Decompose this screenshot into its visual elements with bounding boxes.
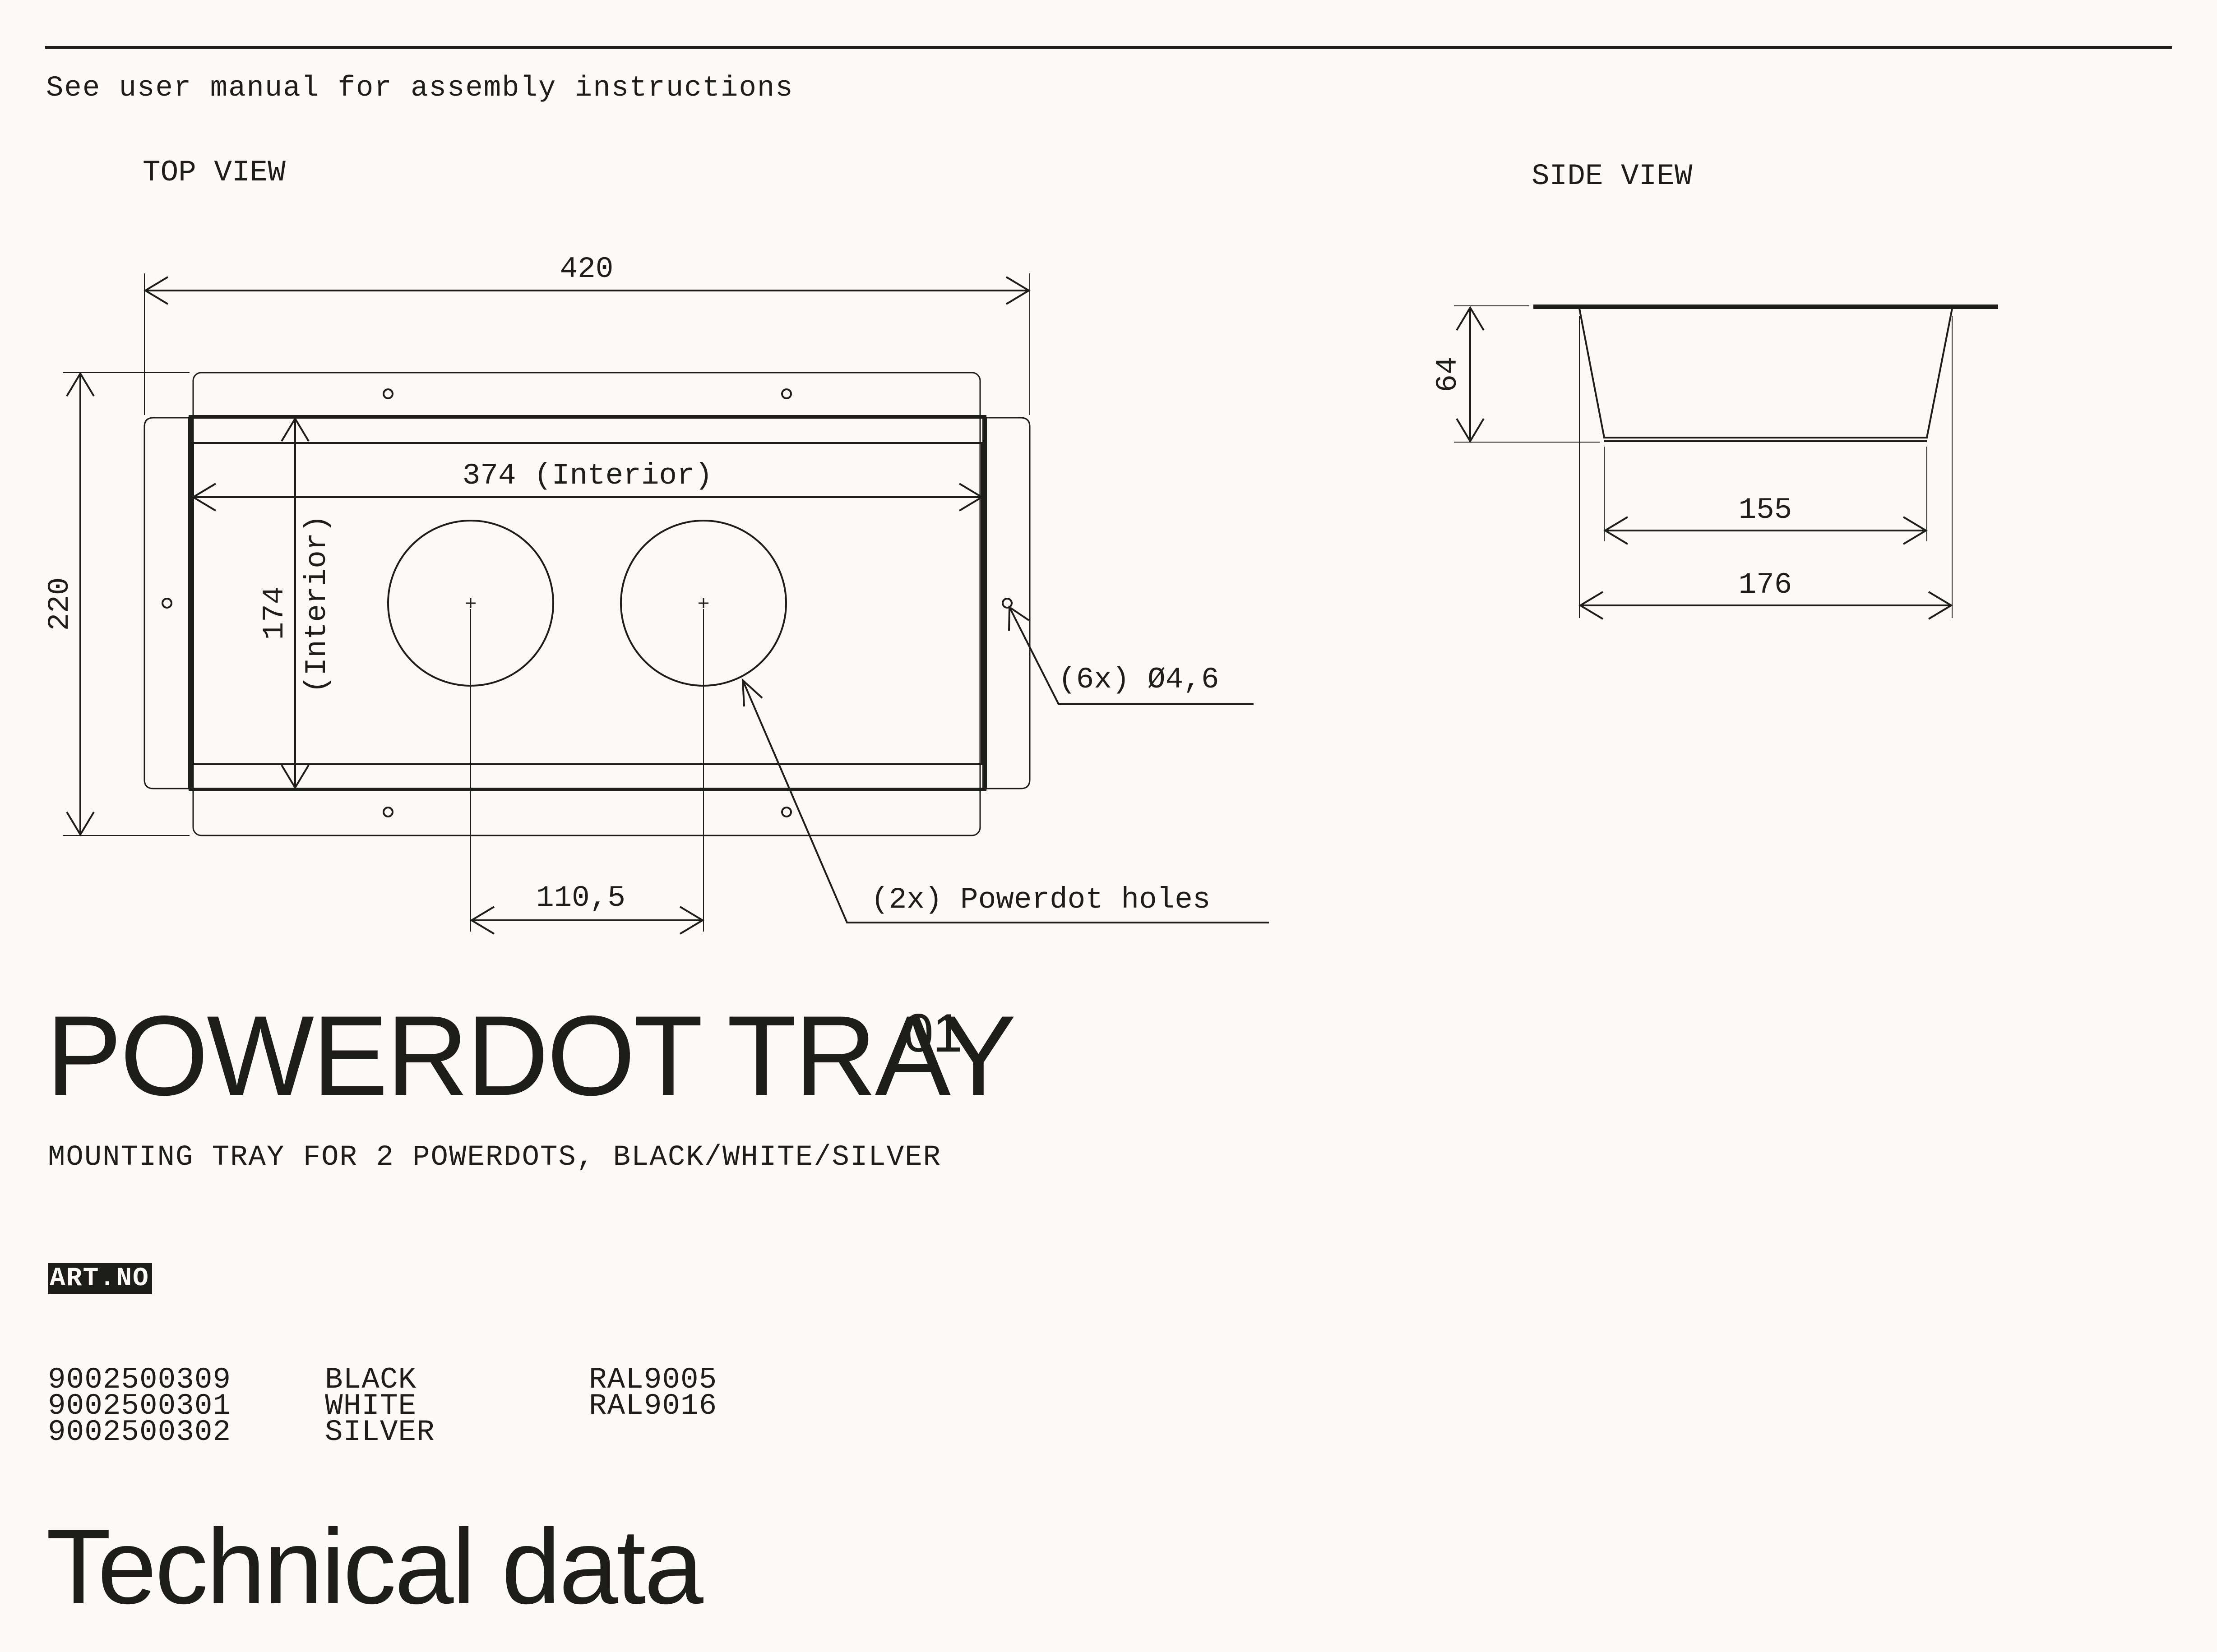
arrowhead: [470, 906, 495, 935]
arrowhead: [1456, 418, 1485, 443]
arrowhead: [1578, 591, 1604, 620]
side-dimension-height-label: 64: [1431, 356, 1465, 392]
dimension-height-label: 220: [43, 577, 77, 631]
screw-hole: [781, 807, 792, 817]
arrowhead: [1456, 306, 1485, 331]
dimension-hole-spacing-label: 110,5: [536, 881, 625, 915]
center-mark: [466, 598, 476, 608]
callout-screw-holes-label: (6x) Ø4,6: [1058, 663, 1219, 697]
arrowhead: [281, 764, 310, 789]
product-title-superscript: 01: [903, 1003, 963, 1063]
technical-data-heading: Technical data: [46, 1507, 704, 1626]
side-dimension-bottom-label: 155: [1739, 493, 1792, 527]
article-number: 9002500309: [48, 1363, 231, 1397]
arrowhead: [958, 483, 984, 512]
side-dimension-top-label: 176: [1739, 568, 1792, 602]
arrowhead: [1005, 276, 1031, 305]
top-view-label: TOP VIEW: [143, 156, 286, 189]
article-ral: RAL9016: [589, 1389, 717, 1423]
article-color: WHITE: [325, 1389, 417, 1423]
arrowhead: [679, 906, 704, 935]
article-ral: RAL9005: [589, 1363, 717, 1397]
left-mounting-lug: [143, 417, 193, 789]
right-mounting-lug: [980, 417, 1031, 789]
callout-screw-holes: (6x) Ø4,6: [1008, 605, 1254, 705]
article-color-column: BLACK WHITE SILVER: [325, 1363, 435, 1449]
article-number-column: 9002500309 9002500301 9002500302: [48, 1363, 231, 1449]
dimension-interior-width: 374 (Interior): [191, 459, 984, 512]
arrowhead: [741, 678, 763, 707]
arrowhead: [1603, 516, 1629, 545]
tray-body-side: [1578, 308, 1953, 438]
dimension-interior-width-label: 374 (Interior): [463, 459, 713, 493]
dimension-width: 420: [143, 252, 1031, 415]
side-view-label: SIDE VIEW: [1532, 159, 1693, 193]
screw-holes: [162, 388, 1013, 817]
screw-hole: [383, 388, 393, 399]
article-number: 9002500302: [48, 1415, 231, 1449]
product-title-block: POWERDOT TRAY 01: [46, 992, 1016, 1119]
arrowhead: [66, 811, 95, 836]
callout-powerdot-holes: (2x) Powerdot holes: [741, 678, 1269, 923]
center-mark: [699, 598, 708, 608]
arrowhead: [66, 372, 95, 397]
article-number: 9002500301: [48, 1389, 231, 1423]
screw-hole: [1002, 598, 1013, 609]
screw-hole: [162, 598, 172, 609]
article-ral-column: RAL9005 RAL9016: [589, 1363, 717, 1445]
side-view-profile: [1454, 305, 1998, 618]
top-divider: [45, 46, 2172, 49]
top-view-outline: [143, 372, 1031, 836]
assembly-note: See user manual for assembly instruction…: [46, 72, 794, 105]
screw-hole: [383, 807, 393, 817]
dimension-height: 220: [43, 372, 190, 836]
leader-line: [742, 680, 1269, 923]
arrowhead: [1902, 516, 1928, 545]
arrowhead: [281, 417, 310, 442]
dimension-interior-depth-label: 174: [258, 586, 292, 640]
arrowhead: [1008, 605, 1030, 631]
dimension-hole-spacing: 110,5: [470, 881, 704, 935]
powerdot-holes: [387, 520, 787, 932]
side-dimension-top: 176: [1578, 568, 1953, 620]
screw-hole: [781, 388, 792, 399]
article-color: BLACK: [325, 1363, 417, 1397]
leader-line: [1009, 607, 1254, 705]
side-dimension-height: 64: [1431, 306, 1485, 443]
article-color: SILVER: [325, 1415, 435, 1449]
product-subtitle: MOUNTING TRAY FOR 2 POWERDOTS, BLACK/WHI…: [48, 1141, 941, 1174]
dimension-interior-depth: 174 (Interior): [258, 417, 334, 789]
side-dimension-bottom: 155: [1603, 493, 1928, 545]
callout-powerdot-holes-label: (2x) Powerdot holes: [871, 883, 1211, 917]
dimension-width-label: 420: [560, 252, 614, 286]
arrowhead: [143, 276, 169, 305]
technical-drawing: TOP VIEW: [43, 156, 1998, 935]
article-ral: [589, 1419, 717, 1445]
article-number-label: ART.NO: [48, 1263, 152, 1294]
arrowhead: [1928, 591, 1953, 620]
tray-wall-inner: [192, 442, 983, 765]
product-title: POWERDOT TRAY: [46, 992, 1016, 1119]
arrowhead: [191, 483, 217, 512]
dimension-interior-depth-note: (Interior): [300, 515, 334, 693]
